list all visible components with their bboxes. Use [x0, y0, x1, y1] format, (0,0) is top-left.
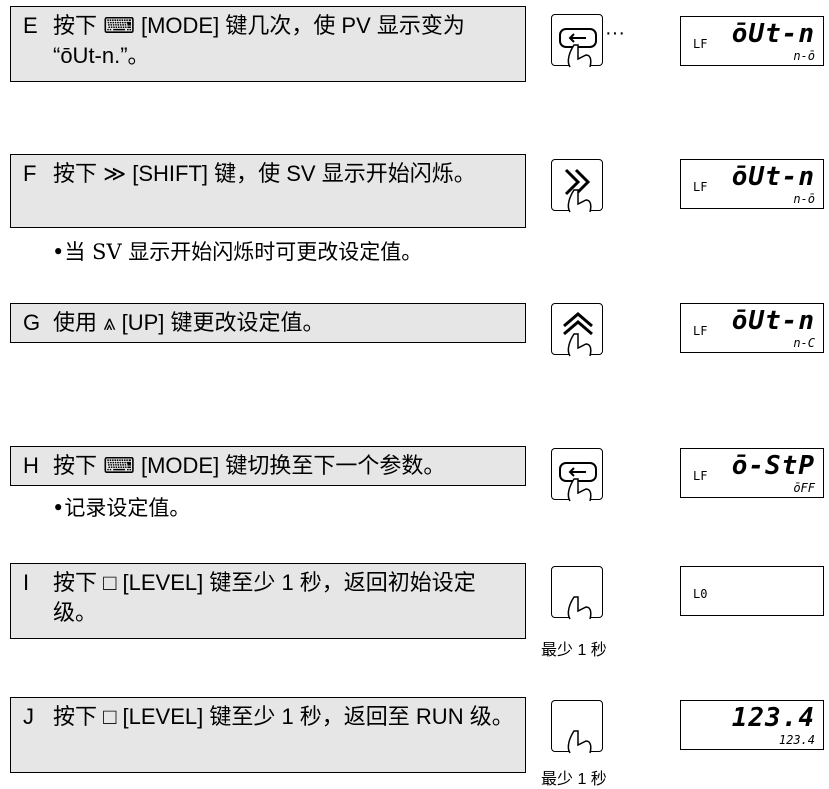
step-g: G 使用 ⩓ [UP] 键更改设定值。 [10, 303, 526, 343]
hold-caption: 最少 1 秒 [541, 642, 607, 659]
display-i: L0 [680, 566, 824, 616]
display-f: LF ōUt-n n-ō [680, 159, 824, 209]
mode-button-icon [551, 14, 603, 68]
display-sv: 123.4 [778, 733, 815, 747]
step-f: F 按下 ≫ [SHIFT] 键，使 SV 显示开始闪烁。 [10, 154, 526, 228]
step-text: 使用 ⩓ [UP] 键更改设定值。 [53, 310, 325, 335]
step-e: E 按下 ⌨ [MODE] 键几次，使 PV 显示变为 “ōUt-n.”。 [10, 6, 526, 82]
step-note: •记录设定值。 [52, 496, 191, 520]
step-text: 按下 ≫ [SHIFT] 键，使 SV 显示开始闪烁。 [53, 161, 476, 186]
display-sv: n-ō [793, 49, 815, 63]
display-level: L0 [693, 587, 708, 601]
display-j: 123.4 123.4 [680, 700, 824, 750]
step-letter: F [23, 161, 37, 186]
display-sv: ōFF [793, 481, 815, 495]
step-text: 按下 ⌨ [MODE] 键几次，使 PV 显示变为 “ōUt-n.”。 [53, 13, 465, 68]
display-sv: n-ō [793, 192, 815, 206]
display-e: LF ōUt-n n-ō [680, 16, 824, 66]
repeat-dots: ··· [605, 22, 625, 44]
step-note: •当 SV 显示开始闪烁时可更改设定值。 [52, 240, 423, 264]
step-letter: G [23, 310, 41, 335]
mode-button-icon [551, 448, 603, 502]
level-button-icon [551, 566, 603, 620]
display-level: LF [693, 180, 708, 194]
display-g: LF ōUt-n n-C [680, 303, 824, 353]
shift-button-icon [551, 159, 603, 213]
display-level: LF [693, 469, 708, 483]
step-letter: J [23, 704, 34, 729]
display-level: LF [693, 324, 708, 338]
step-letter: H [23, 453, 39, 478]
display-h: LF ō-StP ōFF [680, 448, 824, 498]
display-pv: ōUt-n [731, 162, 815, 192]
step-letter: I [23, 570, 30, 595]
step-text: 按下 □ [LEVEL] 键至少 1 秒，返回初始设定级。 [53, 570, 476, 625]
display-pv: 123.4 [731, 703, 815, 733]
display-sv: n-C [793, 336, 815, 350]
hold-caption: 最少 1 秒 [541, 771, 607, 788]
level-button-icon [551, 700, 603, 754]
up-button-icon [551, 303, 603, 357]
display-pv: ōUt-n [731, 306, 815, 336]
step-h: H 按下 ⌨ [MODE] 键切换至下一个参数。 [10, 446, 526, 486]
step-text: 按下 □ [LEVEL] 键至少 1 秒，返回至 RUN 级。 [53, 704, 514, 729]
display-pv: ō-StP [731, 451, 815, 481]
step-text: 按下 ⌨ [MODE] 键切换至下一个参数。 [53, 453, 446, 478]
step-i: I 按下 □ [LEVEL] 键至少 1 秒，返回初始设定级。 [10, 563, 526, 639]
display-level: LF [693, 37, 708, 51]
step-j: J 按下 □ [LEVEL] 键至少 1 秒，返回至 RUN 级。 [10, 697, 526, 773]
display-pv: ōUt-n [731, 19, 815, 49]
step-letter: E [23, 13, 38, 38]
